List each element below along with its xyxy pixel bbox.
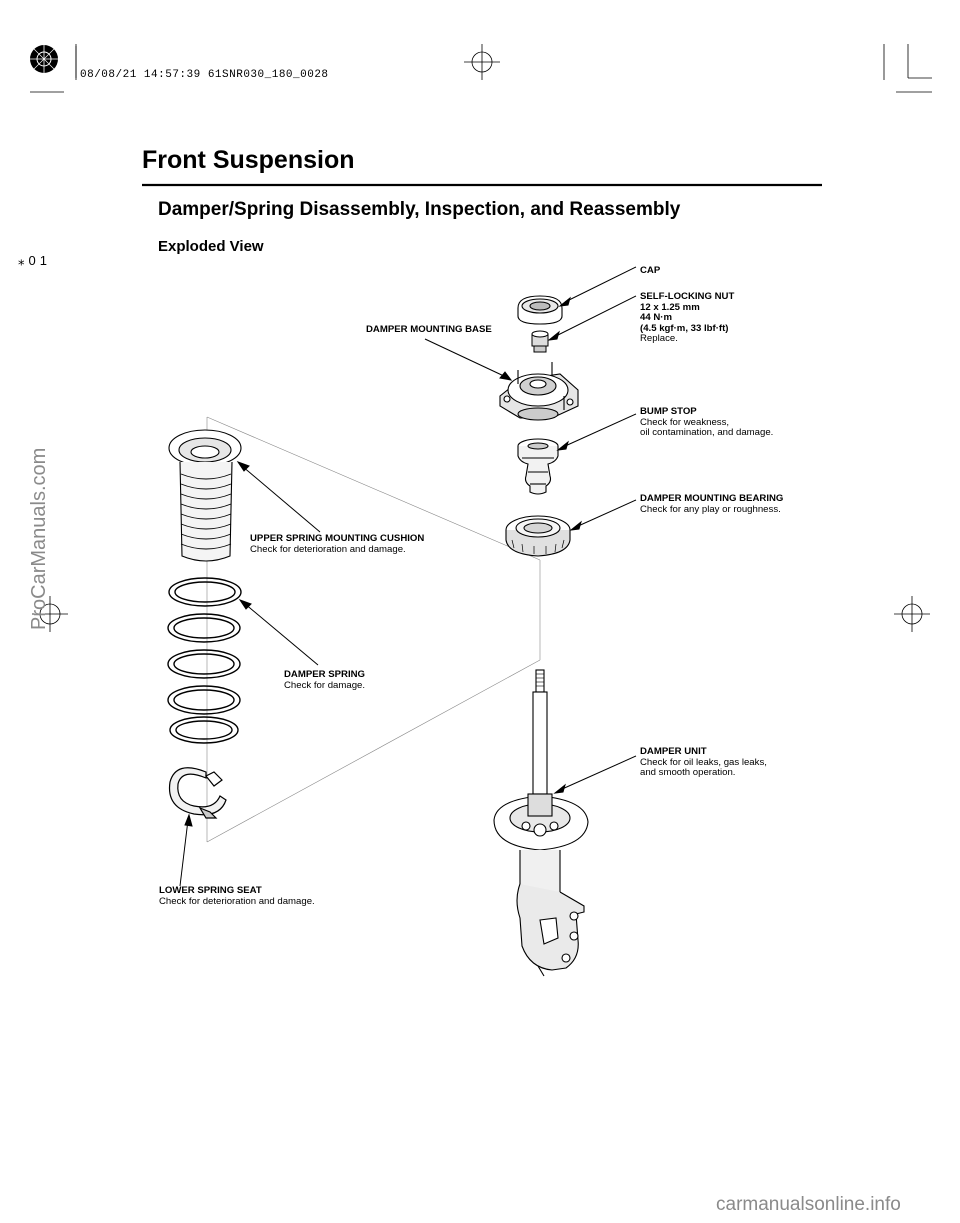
label-bearing-title: DAMPER MOUNTING BEARING (640, 493, 784, 504)
damper-unit-part (493, 669, 589, 977)
label-nut-note: Replace. (640, 333, 678, 344)
label-cushion-title: UPPER SPRING MOUNTING CUSHION (250, 533, 425, 544)
label-cap-title: CAP (640, 265, 661, 276)
label-damper-mounting-base: DAMPER MOUNTING BASE (366, 324, 492, 336)
label-upper-spring-mounting-cushion: UPPER SPRING MOUNTING CUSHION Check for … (250, 533, 425, 555)
lower-spring-seat-part (168, 767, 227, 819)
label-self-locking-nut: SELF-LOCKING NUT 12 x 1.25 mm 44 N·m (4.… (640, 291, 735, 345)
label-bump-stop: BUMP STOP Check for weakness, oil contam… (640, 406, 774, 439)
label-nut-title: SELF-LOCKING NUT (640, 291, 735, 302)
label-cap: CAP (640, 265, 661, 277)
page-title: Front Suspension (142, 146, 355, 174)
label-damper-mounting-bearing: DAMPER MOUNTING BEARING Check for any pl… (640, 493, 784, 515)
registration-target-icon (30, 45, 58, 73)
label-seat-note: Check for deterioration and damage. (159, 895, 315, 907)
label-damper-unit: DAMPER UNIT Check for oil leaks, gas lea… (640, 746, 767, 779)
bump-stop-part (517, 438, 559, 495)
label-spring-title: DAMPER SPRING (284, 669, 366, 680)
revision-mark: ⁎01 (18, 253, 51, 268)
watermark-bottom: carmanualsonline.info (716, 1194, 901, 1215)
watermark-left: ProCarManuals.com (28, 447, 50, 630)
label-bump-title: BUMP STOP (640, 406, 697, 417)
label-unit-title: DAMPER UNIT (640, 746, 707, 757)
damper-mounting-bearing-part (505, 515, 571, 557)
section-title: Damper/Spring Disassembly, Inspection, a… (158, 199, 681, 220)
label-bump-note1: Check for weakness, (640, 416, 730, 428)
leader-lines (179, 266, 637, 887)
cap-part (517, 295, 563, 325)
print-stamp: 08/08/21 14:57:39 61SNR030_180_0028 (80, 69, 329, 81)
damper-spring-part (167, 577, 242, 744)
subsection-title: Exploded View (158, 238, 264, 255)
label-bearing-note: Check for any play or roughness. (640, 503, 781, 515)
label-lower-spring-seat: LOWER SPRING SEAT Check for deterioratio… (159, 885, 315, 907)
upper-spring-mounting-cushion-part (168, 429, 242, 562)
label-nut-spec-size: 12 x 1.25 mm (640, 301, 700, 313)
label-nut-spec-torque: 44 N·m (640, 312, 672, 323)
label-bump-note2: oil contamination, and damage. (640, 427, 774, 438)
label-unit-note1: Check for oil leaks, gas leaks, (640, 756, 767, 768)
label-cushion-note: Check for deterioration and damage. (250, 543, 406, 555)
crop-marks (30, 44, 932, 632)
assembly-guide-lines (206, 416, 541, 843)
label-damper-spring: DAMPER SPRING Check for damage. (284, 669, 366, 691)
label-base-title: DAMPER MOUNTING BASE (366, 324, 492, 335)
label-seat-title: LOWER SPRING SEAT (159, 885, 262, 896)
label-spring-note: Check for damage. (284, 679, 366, 691)
label-nut-spec-torque-alt: (4.5 kgf·m, 33 lbf·ft) (640, 322, 729, 334)
self-locking-nut-part (531, 330, 549, 353)
damper-mounting-base-part (499, 362, 579, 421)
label-unit-note2: and smooth operation. (640, 767, 736, 778)
